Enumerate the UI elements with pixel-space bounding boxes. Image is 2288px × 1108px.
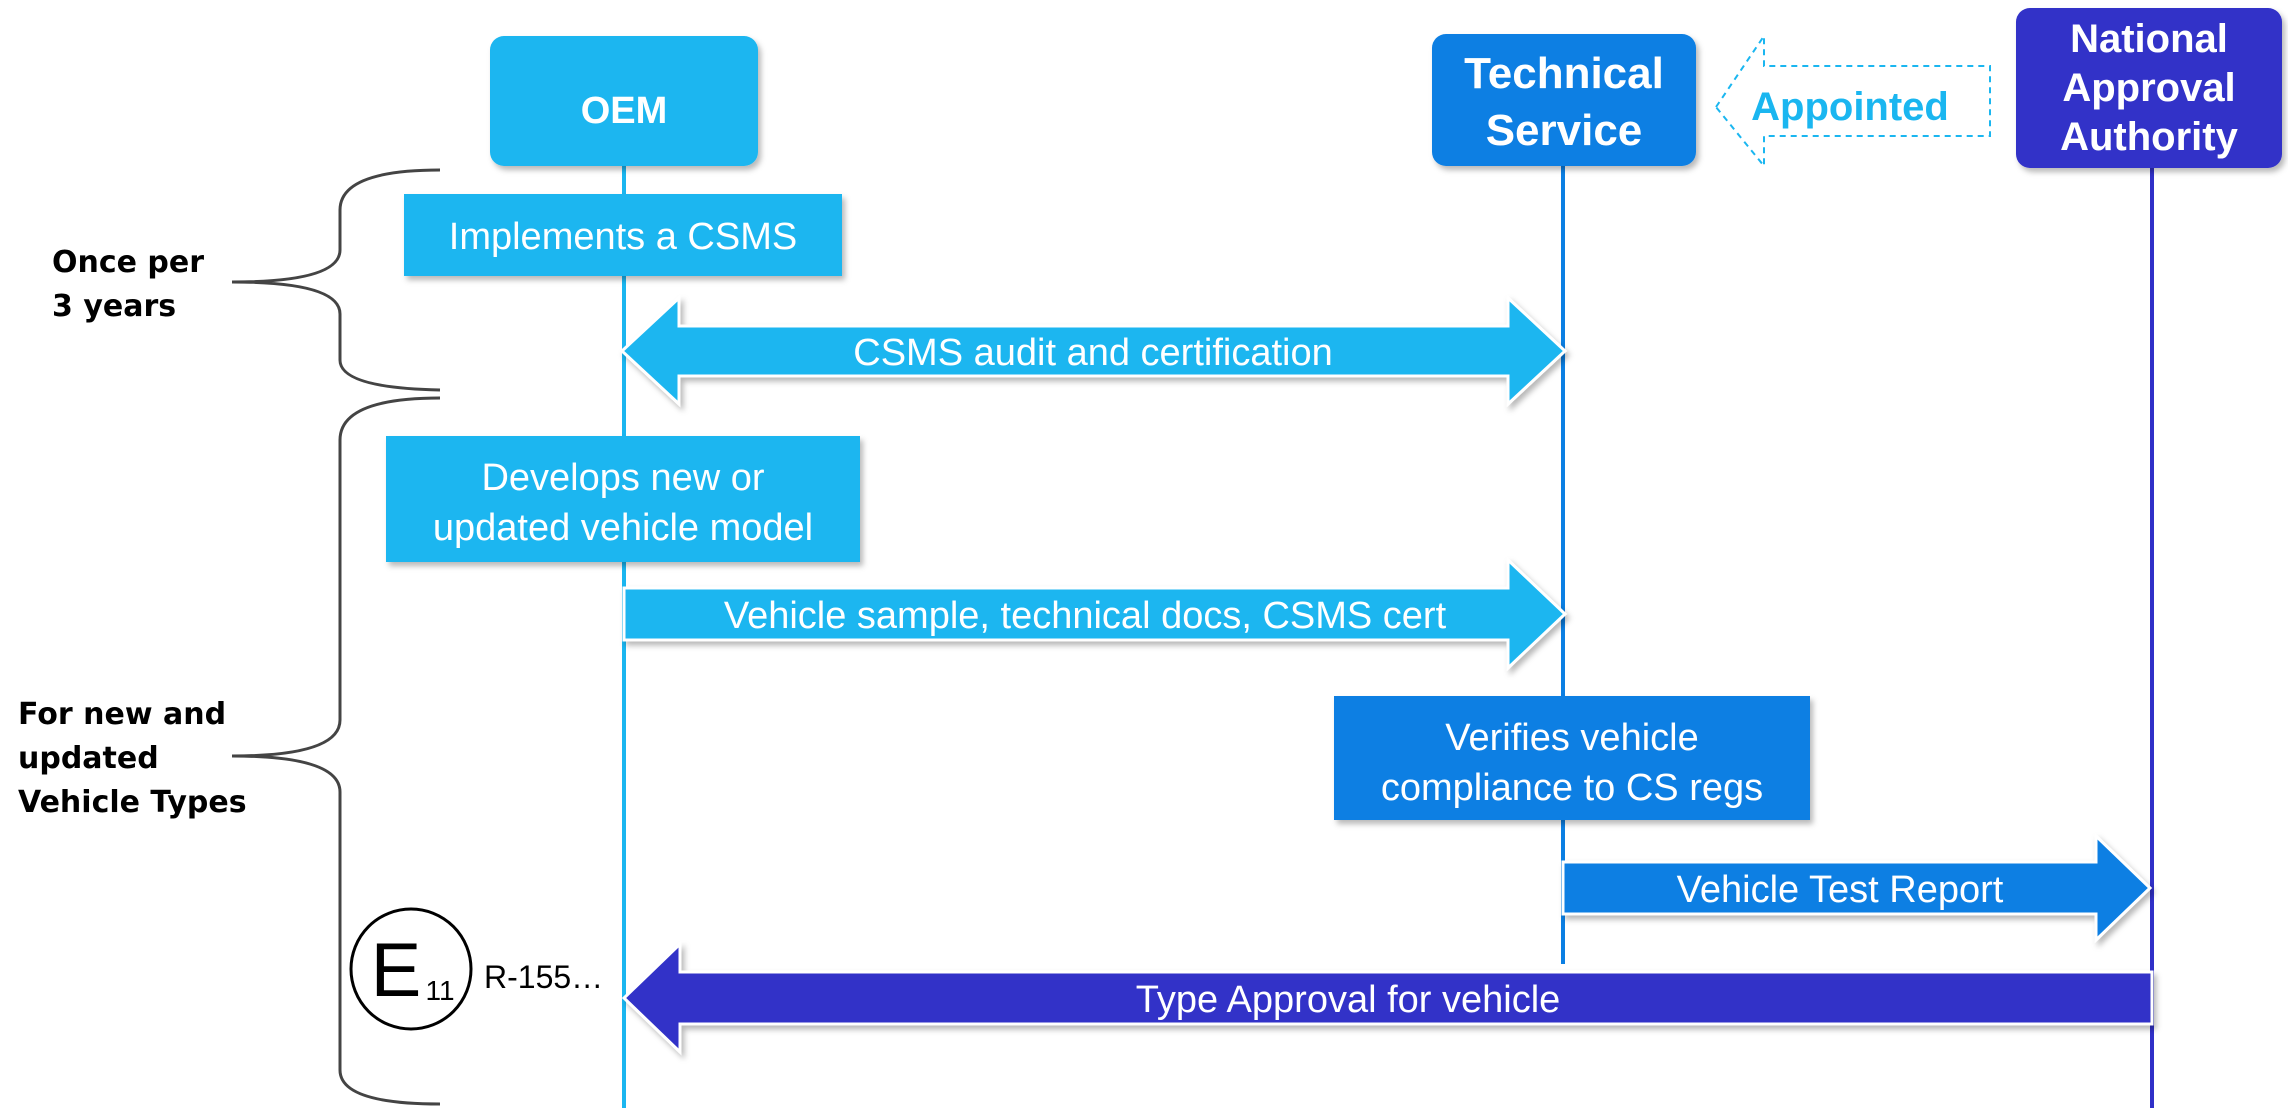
- type-approval-arrow: [621, 940, 2154, 1056]
- authority-label-line2: Approval: [2062, 66, 2235, 110]
- authority-label-line3: Authority: [2060, 115, 2239, 159]
- vehicle-sample-text: Vehicle sample, technical docs, CSMS cer…: [724, 595, 1447, 637]
- new-updated-brace: [231, 396, 441, 1106]
- new-updated-label-line2: updated: [18, 741, 159, 776]
- implements-csms-text: Implements a CSMS: [449, 216, 797, 258]
- technical-service-label-line2: Service: [1486, 106, 1643, 155]
- authority-header: [2016, 8, 2282, 168]
- vehicle-sample-arrow: [622, 556, 1568, 672]
- verifies-text-line2: compliance to CS regs: [1381, 767, 1763, 809]
- approval-mark-letter: E: [371, 928, 422, 1013]
- test-report-arrow: [1561, 832, 2153, 944]
- verifies-text-line1: Verifies vehicle: [1445, 717, 1698, 759]
- technical-service-label-line1: Technical: [1464, 49, 1664, 98]
- develops-text-line1: Develops new or: [481, 457, 764, 499]
- authority-label-line1: National: [2070, 17, 2228, 61]
- test-report-text: Vehicle Test Report: [1677, 869, 2004, 911]
- implements-csms-box: [404, 194, 842, 276]
- approval-mark-number: 11: [425, 975, 454, 1006]
- oem-label: OEM: [581, 90, 668, 132]
- once-brace: [231, 168, 441, 392]
- csms-audit-text: CSMS audit and certification: [853, 332, 1332, 374]
- approval-mark-regulation: R-155…: [484, 959, 603, 995]
- type-approval-text: Type Approval for vehicle: [1136, 979, 1561, 1021]
- appointed-arrow: [1714, 32, 1991, 169]
- once-label-line1: Once per: [52, 245, 204, 280]
- develops-text-line2: updated vehicle model: [433, 507, 813, 549]
- approval-mark-circle: [349, 907, 473, 1031]
- oem-header: [490, 36, 758, 166]
- develops-box: [386, 436, 860, 562]
- csms-audit-arrow: [619, 294, 1568, 408]
- once-label-line2: 3 years: [52, 289, 176, 324]
- technical-service-header: [1432, 34, 1696, 166]
- appointed-label: Appointed: [1751, 85, 1949, 129]
- new-updated-label-line1: For new and: [18, 697, 226, 732]
- verifies-box: [1334, 696, 1810, 820]
- new-updated-label-line3: Vehicle Types: [18, 785, 247, 820]
